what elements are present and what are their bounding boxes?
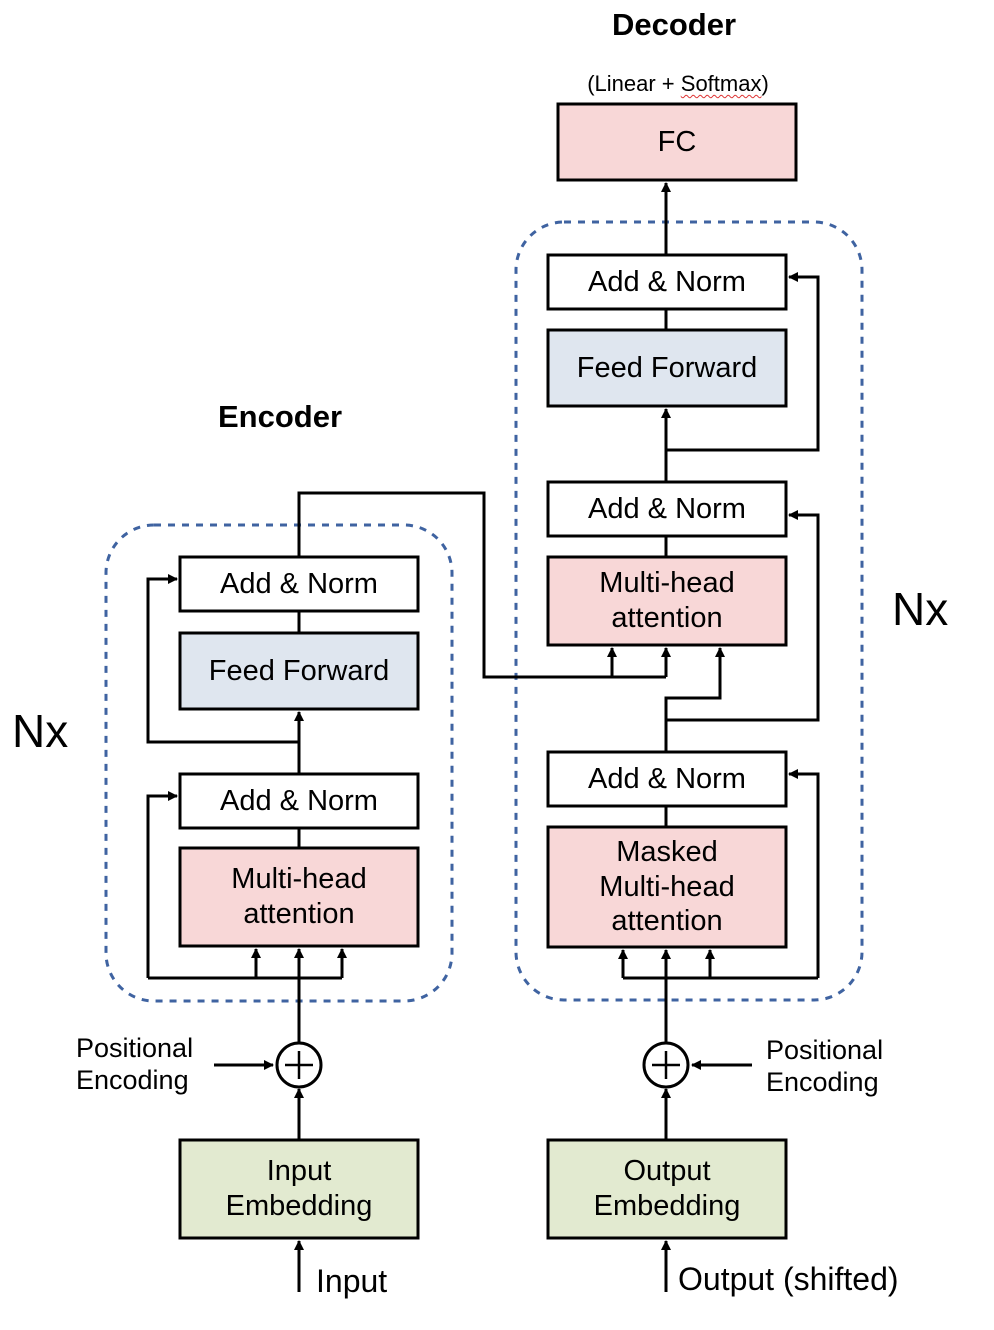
encoder-positional-label: Positional Encoding (76, 1033, 194, 1096)
dec-residual-3 (666, 272, 820, 452)
encoder-repeat-label: Nx (12, 705, 69, 757)
dec-residual-1 (788, 769, 820, 978)
dec-residual-2 (666, 510, 820, 722)
decoder-feed-forward-box (546, 328, 788, 408)
fc-note-prefix: (Linear + (587, 71, 681, 96)
fc-box (556, 102, 798, 182)
decoder-layer-group (514, 220, 864, 1002)
encoder-feed-forward-box (178, 631, 420, 711)
decoder-feed-forward-label: Feed Forward (576, 351, 758, 384)
decoder-title: Decoder (611, 7, 737, 42)
fc-note-suffix: ) (761, 71, 769, 96)
fc-note-softmax: Softmax (680, 71, 762, 96)
encoder-attention-box (178, 846, 420, 948)
input-embedding-label: Input Embedding (225, 1155, 373, 1222)
encoder-add-norm-top-label: Add & Norm (220, 567, 378, 600)
decoder-cross-attention-label: Multi-head attention (599, 567, 735, 634)
output-embedding-label: Output Embedding (593, 1155, 741, 1222)
encoder-output-line (297, 491, 666, 679)
input-label: Input (316, 1263, 388, 1299)
decoder-add-norm-bottom-label: Add & Norm (588, 762, 746, 795)
dec-to-cross-attn (664, 647, 725, 752)
decoder-add-norm-bottom-box (546, 750, 788, 808)
encoder-feed-forward-label: Feed Forward (208, 654, 390, 687)
fc-note: (Linear + Softmax) (540, 71, 816, 96)
enc-residual-1 (146, 791, 178, 978)
output-label: Output (shifted) (678, 1261, 899, 1297)
decoder-masked-attention-label: Masked Multi-head attention (599, 835, 735, 938)
decoder-masked-attention-box (546, 825, 788, 949)
encoder-title: Encoder (217, 399, 343, 434)
enc-residual-2 (146, 574, 299, 744)
decoder-positional-label: Positional Encoding (766, 1035, 884, 1098)
decoder-add-circle (642, 1041, 690, 1089)
decoder-add-norm-mid-label: Add & Norm (588, 492, 746, 525)
encoder-add-circle (275, 1041, 323, 1089)
decoder-repeat-label: Nx (892, 583, 949, 635)
decoder-cross-attention-box (546, 555, 788, 647)
fc-label: FC (657, 125, 697, 158)
encoder-add-norm-bottom-label: Add & Norm (220, 784, 378, 817)
encoder-attention-label: Multi-head attention (231, 863, 367, 930)
decoder-add-norm-top-label: Add & Norm (588, 265, 746, 298)
